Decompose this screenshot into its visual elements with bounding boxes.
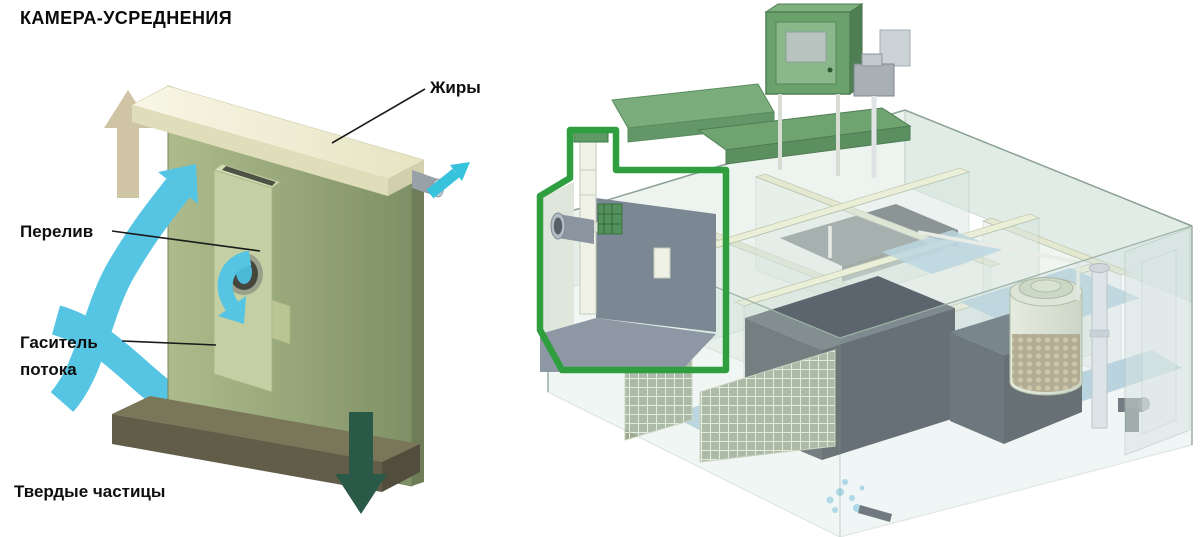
equalization-chamber-highlight [536,126,730,374]
leader-lines [111,88,426,346]
sediment-base [112,396,420,492]
chamber-illustration [50,85,470,514]
outlet-flow-arrow [426,162,470,199]
bottom-pipe [858,505,892,522]
leader-fats [331,88,426,144]
leader-damper [121,340,217,346]
riser-pipe [1089,263,1110,429]
top-equipment-green-tanks [611,83,912,165]
outflow-arrow-down [335,412,387,514]
diagram-title: КАМЕРА-УСРЕДНЕНИЯ [20,8,233,28]
label-solid-particles: Твердые частицы [14,482,166,501]
pump-motor [853,29,911,178]
averaging-chamber-panel: КАМЕРА-УСРЕДНЕНИЯ Жиры Перелив Гаситель … [0,0,530,537]
right-end-walls [1124,227,1191,456]
plant-3d-illustration [536,3,1193,537]
inlet-flow-upper [50,164,198,412]
chamber-highlight-outline [536,126,730,374]
control-cabinet [764,3,864,176]
inlet-screen [597,203,623,235]
label-overflow: Перелив [20,222,94,241]
overflow-flow [217,250,252,324]
top-lip-fat-trap [131,85,425,196]
tertiary-filter-cylinder [1009,277,1083,396]
label-flow-damper: Гаситель потока [20,333,98,379]
inlet-pipe [550,212,594,244]
label-fats: Жиры [430,78,481,97]
leader-overflow [111,230,261,252]
plant-cutaway-panel [530,0,1200,537]
